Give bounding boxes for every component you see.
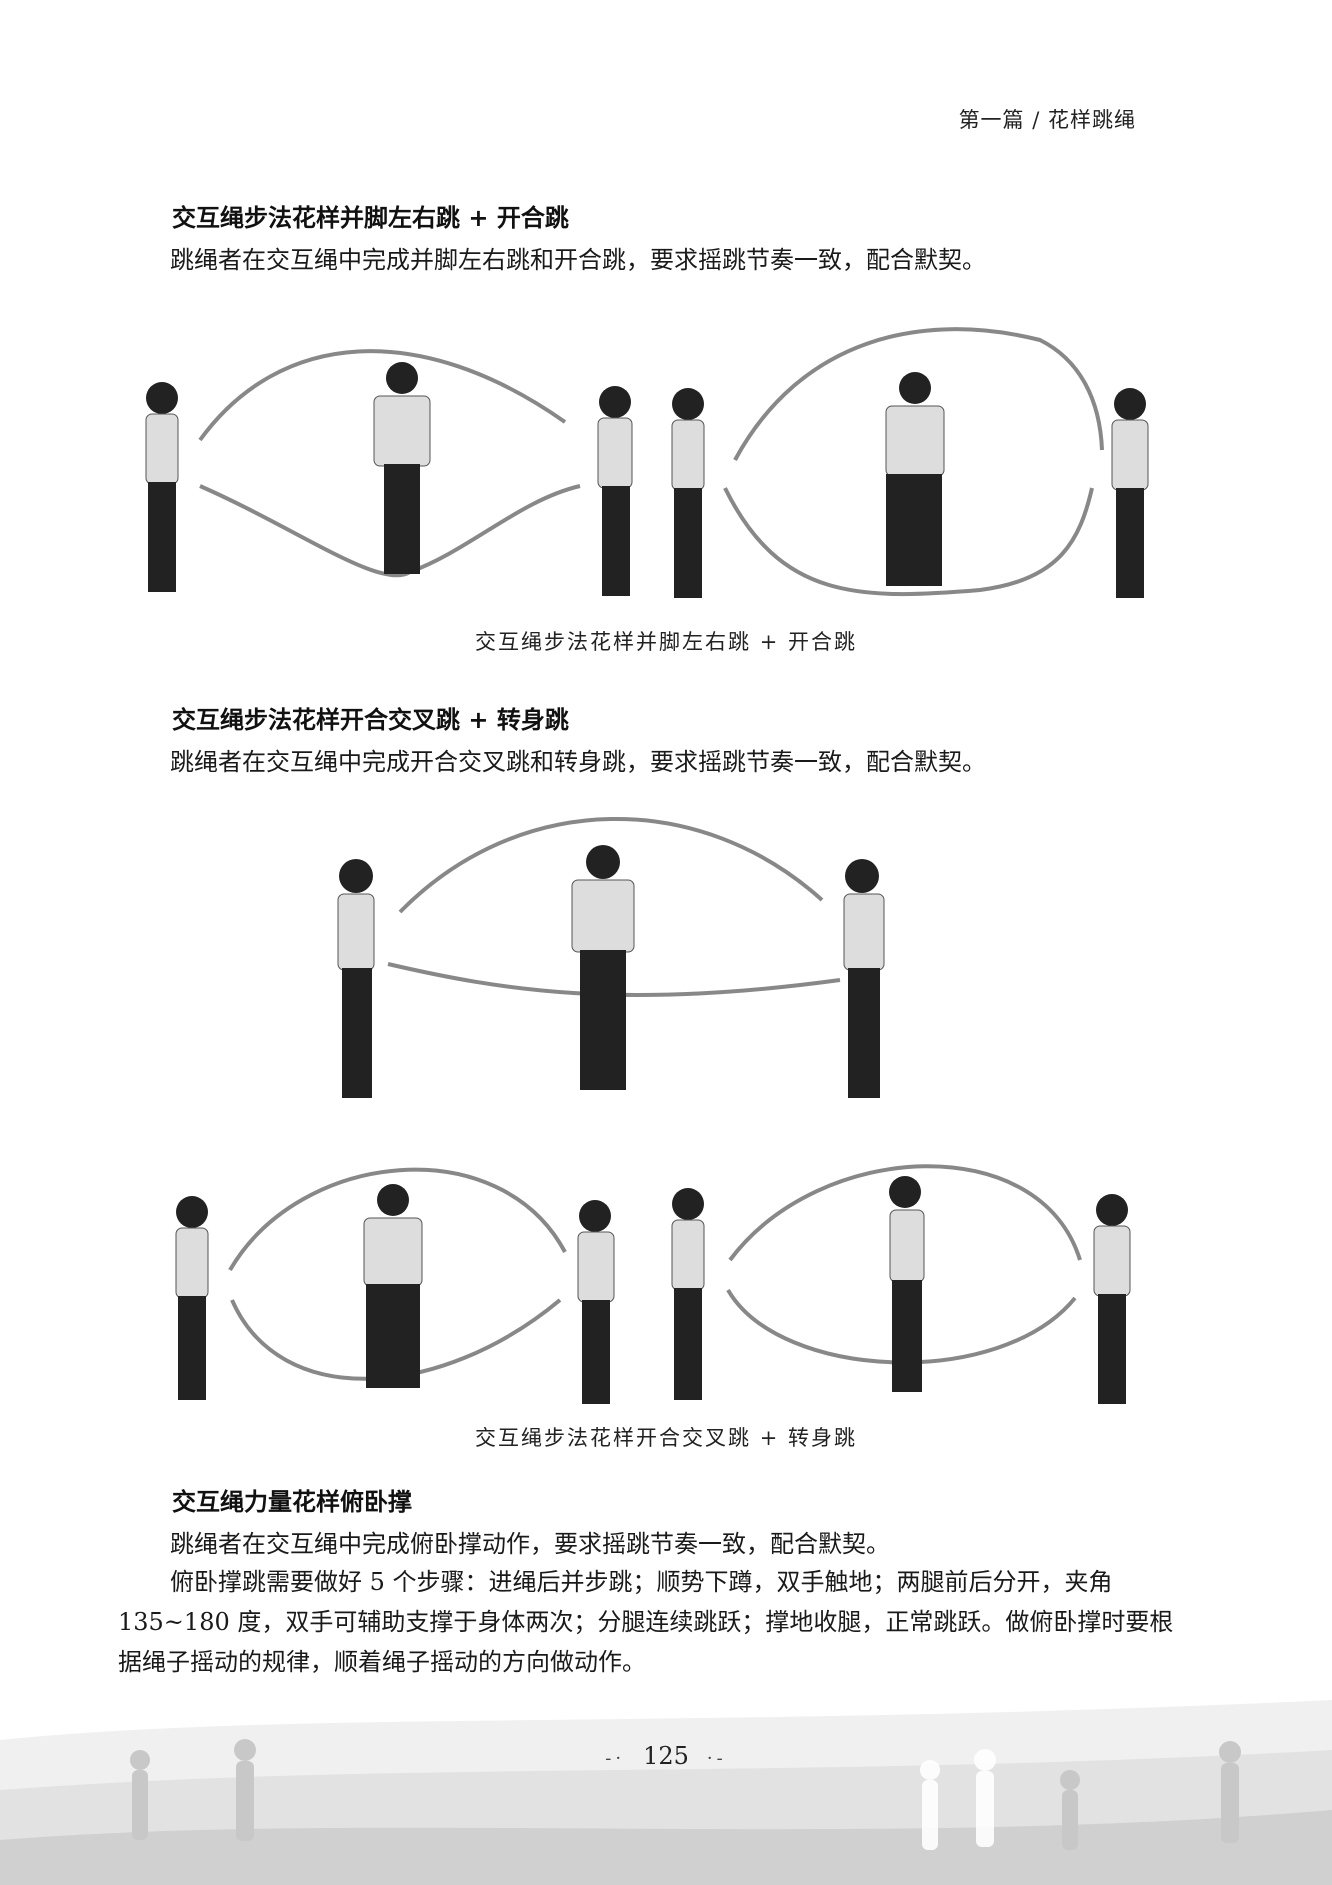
turner-right-c (843, 859, 885, 1098)
turner-left-e (671, 1188, 705, 1400)
turner-right-d (577, 1200, 615, 1404)
section-title-2: 交互绳步法花样开合交叉跳 + 转身跳 (172, 706, 569, 734)
jumper-silhouettes-light (920, 1749, 996, 1850)
footer-decoration (0, 1700, 1332, 1885)
page-number: -· 125 ·- (0, 1742, 1332, 1770)
jumper-a (373, 362, 431, 574)
turner-left-b (671, 388, 705, 598)
caption-2: 交互绳步法花样开合交叉跳 + 转身跳 (475, 1426, 857, 1450)
jumper-d (363, 1184, 423, 1388)
section-text-2: 跳绳者在交互绳中完成开合交叉跳和转身跳，要求摇跳节奏一致，配合默契。 (170, 748, 986, 776)
rope-upper-right (733, 327, 1104, 461)
turner-left-a (145, 382, 179, 592)
turner-right-a (597, 386, 633, 596)
running-header: 第一篇 / 花样跳绳 (958, 108, 1136, 132)
rope-upper-left (198, 349, 567, 442)
turner-right-e (1093, 1194, 1131, 1404)
jumper-silhouettes (130, 1739, 1241, 1850)
section-text-3b: 俯卧撑跳需要做好 5 个步骤：进绳后并步跳；顺势下蹲，双手触地；两腿前后分开，夹… (118, 1568, 1174, 1676)
section-title-1: 交互绳步法花样并脚左右跳 + 开合跳 (172, 204, 569, 232)
turner-left-c (337, 859, 375, 1098)
photo-figure-1 (145, 327, 1149, 598)
rope-lower-right (723, 487, 1094, 597)
section-text-1: 跳绳者在交互绳中完成并脚左右跳和开合跳，要求摇跳节奏一致，配合默契。 (170, 246, 986, 274)
rope-upper-right-b (728, 1164, 1082, 1262)
photo-figure-2a (337, 816, 885, 1098)
photo-figure-2b (175, 1164, 1131, 1404)
turner-right-b (1111, 388, 1149, 598)
page-number-value: 125 (643, 1742, 689, 1770)
rope-upper (398, 816, 824, 914)
jumper-e (889, 1176, 925, 1392)
caption-1: 交互绳步法花样并脚左右跳 + 开合跳 (475, 630, 857, 654)
jumper-b (885, 372, 945, 586)
rope-upper-left-b (228, 1167, 567, 1272)
jumper-c (571, 845, 635, 1090)
turner-left-d (175, 1196, 209, 1400)
section-text-3: 跳绳者在交互绳中完成俯卧撑动作，要求摇跳节奏一致，配合默契。 (170, 1530, 890, 1558)
rope-lower (387, 962, 841, 998)
page-number-left-ornament: -· (605, 1748, 626, 1769)
page-number-right-ornament: ·- (706, 1748, 727, 1769)
section-title-3: 交互绳力量花样俯卧撑 (172, 1488, 412, 1516)
